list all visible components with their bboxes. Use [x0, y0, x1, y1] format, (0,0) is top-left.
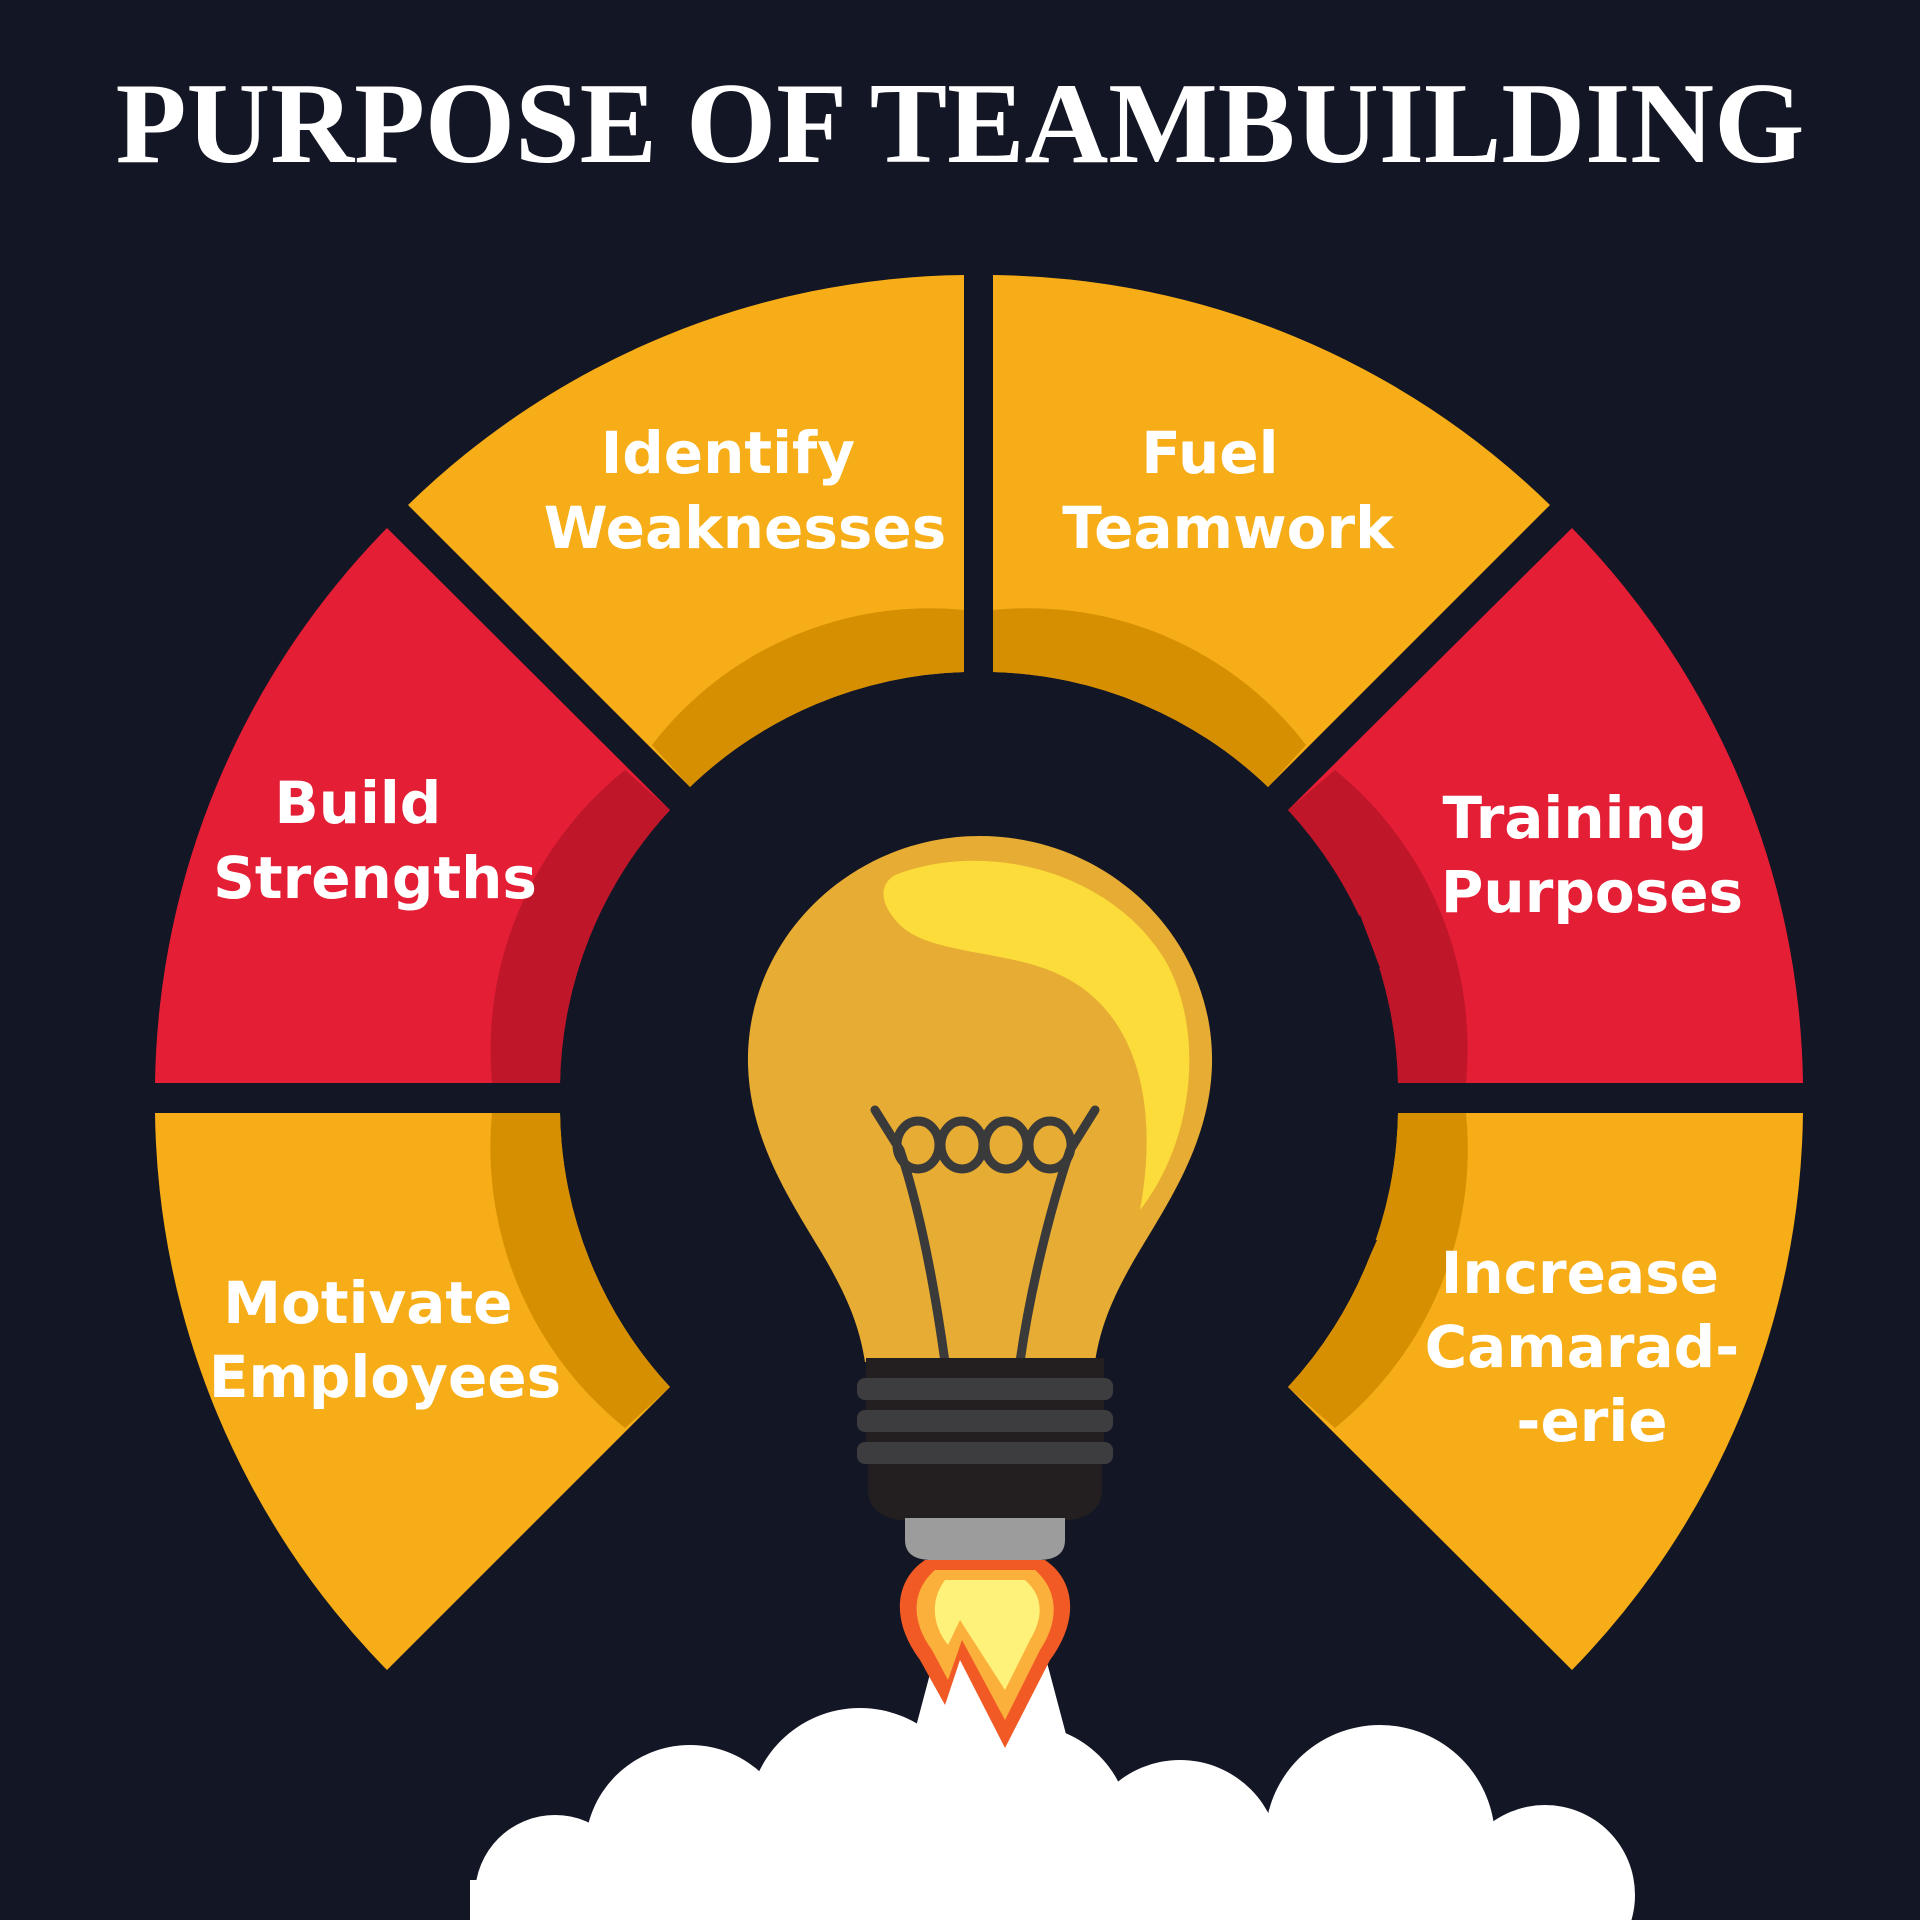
- segment-identify-weaknesses-line-1: Identify: [601, 419, 855, 487]
- segment-build-strengths: Build Strengths: [155, 528, 670, 1083]
- segment-increase-camaraderie: Increase Camarad- -erie: [1288, 1113, 1803, 1670]
- segment-training-purposes-label: Training Purposes: [1441, 784, 1743, 926]
- gear-tooth-top-right: [1122, 698, 1175, 765]
- segment-motivate-employees-line-1: Motivate: [223, 1269, 512, 1337]
- bulb-highlight: [883, 860, 1190, 1210]
- gear-tooth-left-upper: [580, 915, 632, 968]
- gear-tooth-left-lower: [583, 1240, 635, 1285]
- segment-identify-weaknesses-inner-band: [652, 608, 964, 787]
- smoke-cloud-icon: [470, 1655, 1635, 1920]
- segment-fuel-teamwork-inner-band: [993, 608, 1306, 787]
- segment-build-strengths-line-1: Build: [275, 769, 442, 837]
- segment-motivate-employees-line-2: Employees: [209, 1343, 561, 1411]
- segment-increase-camaraderie-label: Increase Camarad- -erie: [1425, 1239, 1760, 1455]
- segment-motivate-employees: Motivate Employees: [155, 1113, 670, 1670]
- gear-tooth-right-upper: [1328, 915, 1380, 968]
- segment-fuel-teamwork-line-2: Teamwork: [1062, 494, 1395, 562]
- segment-motivate-employees-inner-band: [490, 1113, 670, 1428]
- rocket-lightbulb-icon: [747, 836, 1213, 1560]
- cloud-puff-2: [585, 1745, 795, 1920]
- bulb-nozzle: [905, 1518, 1065, 1560]
- segment-increase-camaraderie-line-2: Camarad-: [1425, 1313, 1740, 1381]
- segment-increase-camaraderie-line-1: Increase: [1441, 1239, 1719, 1307]
- bulb-filament-coil: [892, 1116, 1076, 1174]
- gear-tooth-right-lower: [1325, 1240, 1377, 1285]
- flame-inner: [934, 1580, 1040, 1690]
- bulb-base-cap: [868, 1455, 1102, 1520]
- cloud-base: [470, 1880, 1630, 1920]
- segment-build-strengths-label: Build Strengths: [213, 769, 537, 912]
- segment-build-strengths-inner-band: [490, 770, 670, 1083]
- segment-training-purposes: Training Purposes: [1288, 528, 1803, 1083]
- segment-motivate-employees-label: Motivate Employees: [209, 1269, 561, 1411]
- segment-fuel-teamwork-label: Fuel Teamwork: [1062, 419, 1395, 562]
- segment-fuel-teamwork: Fuel Teamwork: [993, 275, 1550, 787]
- gear-teeth: [580, 698, 1380, 1285]
- segment-training-purposes-line-1: Training: [1443, 784, 1708, 852]
- segment-build-strengths-line-2: Strengths: [213, 844, 537, 912]
- segment-identify-weaknesses: Identify Weaknesses: [408, 275, 964, 787]
- cloud-puff-3: [748, 1708, 972, 1920]
- cloud-puff-4: [920, 1725, 1130, 1920]
- segment-training-purposes-line-2: Purposes: [1441, 858, 1743, 926]
- bulb-thread-2: [857, 1410, 1113, 1432]
- rocket-flame-icon: [899, 1560, 1071, 1748]
- bulb-thread-1: [857, 1378, 1113, 1400]
- segment-training-purposes-inner-band: [1288, 770, 1468, 1083]
- segment-increase-camaraderie-inner-band: [1288, 1113, 1468, 1428]
- segment-identify-weaknesses-label: Identify Weaknesses: [544, 419, 947, 562]
- segment-increase-camaraderie-line-3: -erie: [1516, 1387, 1667, 1455]
- gear-tooth-top-left: [785, 698, 838, 765]
- page-title: PURPOSE OF TEAMBUILDING: [116, 60, 1805, 188]
- segment-fuel-teamwork-line-1: Fuel: [1141, 419, 1278, 487]
- segment-identify-weaknesses-line-2: Weaknesses: [544, 494, 947, 562]
- cloud-puff-6: [1265, 1725, 1495, 1920]
- coil-loop-4: [1024, 1116, 1076, 1174]
- bulb-thread-3: [857, 1442, 1113, 1464]
